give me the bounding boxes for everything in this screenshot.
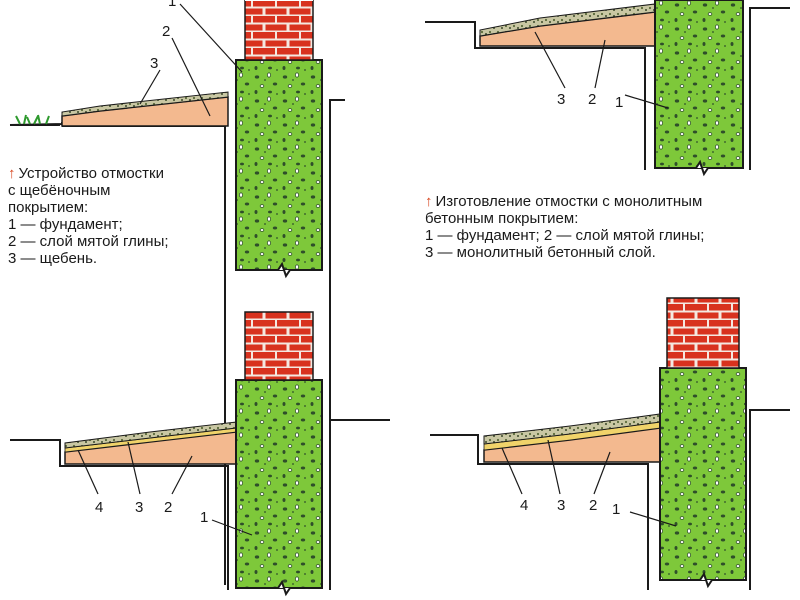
foundation-break <box>236 261 322 279</box>
caption-line: покрытием: <box>8 199 89 216</box>
caption-line: 2 — слой мятой глины; <box>8 233 169 250</box>
label-4: 4 <box>520 497 528 514</box>
caption-monolithic-concrete: ↑Изготовление отмостки с монолитным бето… <box>425 193 704 261</box>
arrow-up-icon: ↑ <box>425 193 433 210</box>
leader-line-2 <box>594 39 606 89</box>
caption-line: 1 — фундамент; <box>8 216 123 233</box>
leader-line-3 <box>127 441 141 495</box>
ground-line <box>10 439 229 590</box>
leader-line-3 <box>139 69 161 105</box>
arrow-up-icon: ↑ <box>8 165 16 182</box>
leader-line-2 <box>593 451 611 495</box>
caption-crushed-stone: ↑Устройство отмостки с щебёночным покрыт… <box>8 165 169 267</box>
diagram-d: 4 3 2 1 <box>430 297 790 590</box>
label-3: 3 <box>135 499 143 516</box>
label-3: 3 <box>150 55 158 72</box>
leader-line-1 <box>624 94 669 109</box>
leader-line-3 <box>534 31 566 89</box>
foundation-break <box>655 159 743 177</box>
label-3: 3 <box>557 497 565 514</box>
brick-wall <box>244 0 314 61</box>
foundation <box>659 367 747 581</box>
leader-line-1 <box>179 3 243 73</box>
caption-line: 3 — монолитный бетонный слой. <box>425 244 656 261</box>
ground-line <box>425 21 646 170</box>
label-2: 2 <box>164 499 172 516</box>
leader-line-1 <box>629 511 677 527</box>
label-1: 1 <box>168 0 176 10</box>
leader-line-3 <box>547 439 561 495</box>
label-3: 3 <box>557 91 565 108</box>
label-4: 4 <box>95 499 103 516</box>
caption-line: бетонным покрытием: <box>425 210 579 227</box>
gravel-layer <box>61 91 229 117</box>
foundation-break <box>660 571 746 589</box>
caption-line: 1 — фундамент; 2 — слой мятой глины; <box>425 227 705 244</box>
leader-line-4 <box>501 447 523 495</box>
brick-wall <box>244 311 314 381</box>
label-2: 2 <box>588 91 596 108</box>
caption-line: 3 — щебень. <box>8 250 98 267</box>
label-1: 1 <box>200 509 208 526</box>
caption-line: ↑Изготовление отмостки с монолитным <box>425 193 703 210</box>
leader-line-4 <box>77 449 99 495</box>
caption-line: ↑Устройство отмостки <box>8 165 164 182</box>
label-2: 2 <box>589 497 597 514</box>
diagram-a: 1 2 3 <box>9 0 345 585</box>
label-1: 1 <box>612 501 620 518</box>
grass-icon <box>15 114 50 125</box>
ground-line <box>9 122 63 126</box>
leader-line-2 <box>171 37 211 117</box>
leader-line-1 <box>211 519 253 536</box>
ground-line <box>430 434 649 590</box>
caption-line: с щебёночным <box>8 182 111 199</box>
brick-wall <box>666 297 740 369</box>
diagram-b: 3 2 1 <box>425 0 790 177</box>
label-1: 1 <box>615 94 623 111</box>
leader-line-2 <box>171 455 193 495</box>
label-2: 2 <box>162 23 170 40</box>
diagram-c: 4 3 2 1 <box>10 311 390 597</box>
foundation-break <box>236 579 322 597</box>
foundation <box>654 0 744 169</box>
foundation <box>235 379 323 589</box>
foundation <box>235 59 323 271</box>
